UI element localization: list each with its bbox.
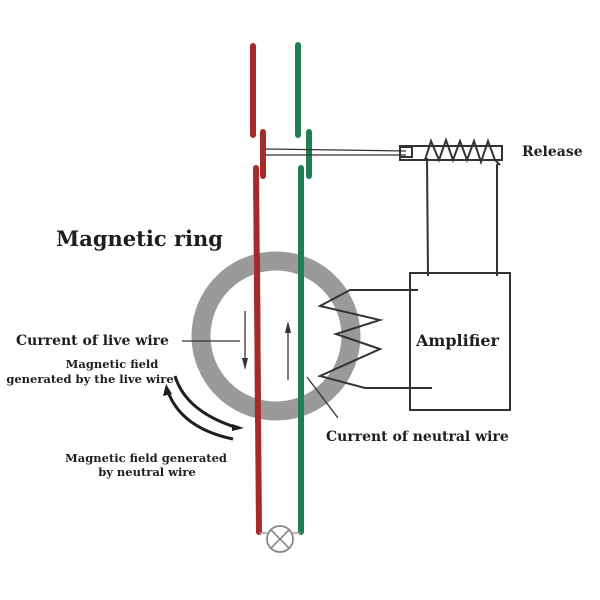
sense-coil-icon — [317, 289, 432, 389]
field-live-arrow-icon — [173, 375, 244, 431]
neutral-current-leader — [306, 376, 339, 419]
live-wire-through-ring — [254, 252, 261, 423]
amplifier-box — [409, 272, 511, 411]
release-mechanism — [265, 136, 503, 277]
release-label: Release — [522, 144, 583, 160]
field-live-label-line1: Magnetic field — [66, 357, 159, 371]
field-live-label-line2: generated by the live wire — [6, 372, 173, 386]
magnetic-ring — [191, 251, 361, 421]
current-live-label: Current of live wire — [16, 333, 169, 349]
current-neutral-label: Current of neutral wire — [326, 429, 509, 445]
release-rod-top — [265, 148, 407, 152]
release-lead-left — [426, 157, 429, 277]
amplifier-label: Amplifier — [415, 331, 500, 350]
field-neutral-arrow-icon — [163, 384, 234, 441]
field-neutral-label-line2: by neutral wire — [98, 465, 196, 479]
neutral-current-arrow-icon — [285, 321, 291, 380]
magnetic-ring-label: Magnetic ring — [56, 226, 223, 251]
live-current-arrow-icon — [242, 311, 248, 370]
release-spring-icon — [424, 136, 501, 166]
field-neutral-label-line1: Magnetic field generated — [65, 451, 227, 465]
lamp-icon — [259, 525, 301, 553]
release-solenoid-body — [399, 145, 503, 161]
